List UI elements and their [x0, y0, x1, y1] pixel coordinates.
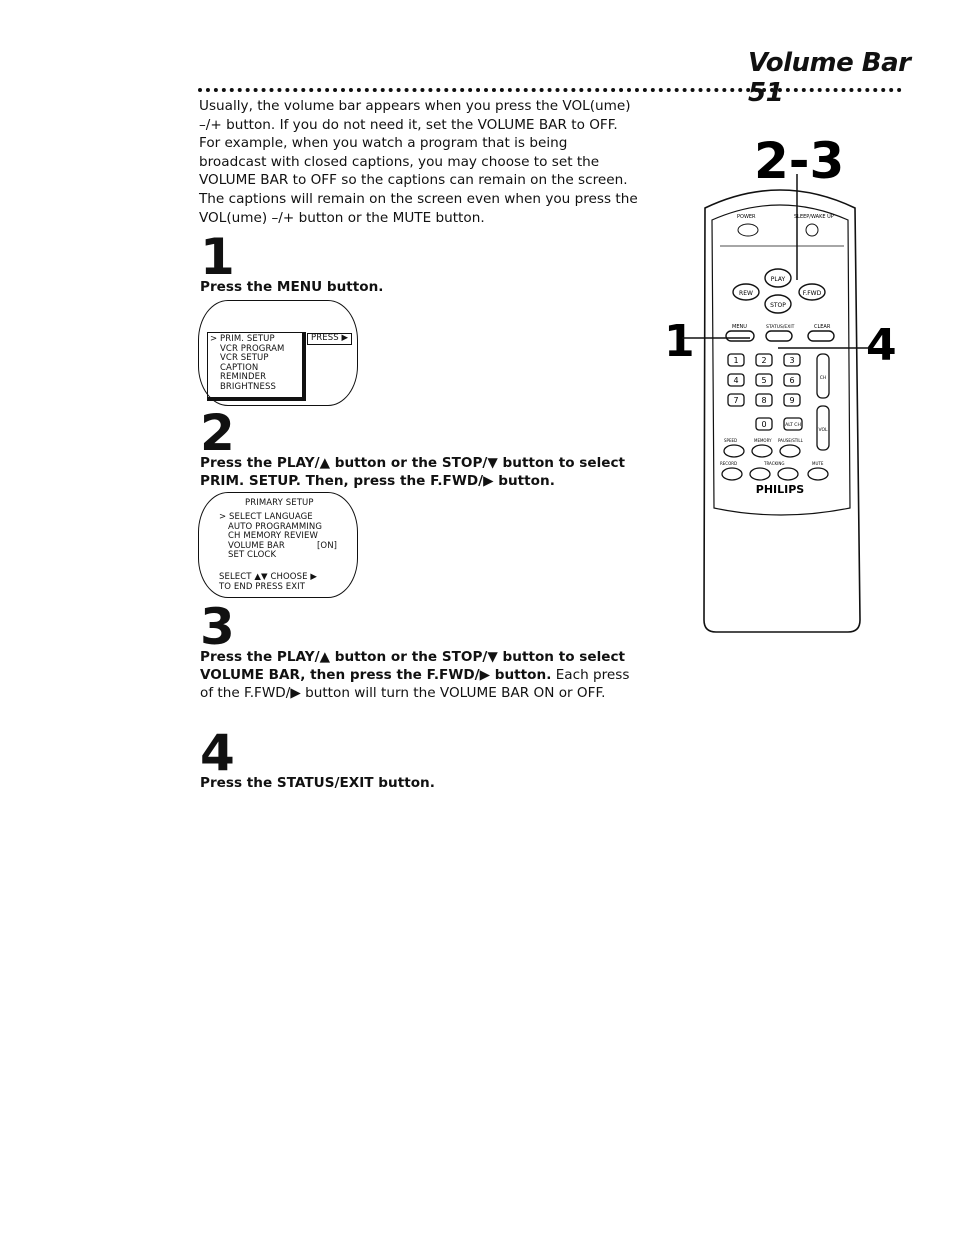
intro-paragraph: Usually, the volume bar appears when you… — [199, 98, 638, 226]
stop-label: STOP — [770, 302, 786, 309]
digit-label: 0 — [761, 420, 766, 429]
primary-setup-screen: PRIMARY SETUP > SELECT LANGUAGE AUTO PRO… — [198, 492, 358, 598]
menu-item: AUTO PROGRAMMING — [228, 521, 323, 532]
menu-list-box: > PRIM. SETUP VCR PROGRAM VCR SETUP CAPT… — [207, 332, 306, 401]
menu-item: CH MEMORY REVIEW — [228, 531, 318, 542]
alt-ch-label: ALT CH — [785, 422, 801, 428]
step-3-instruction: Press the PLAY/▲ button or the STOP/▼ bu… — [200, 649, 626, 683]
primary-setup-title: PRIMARY SETUP — [245, 498, 314, 508]
menu-label: MENU — [732, 324, 747, 330]
digit-button[interactable] — [727, 393, 745, 407]
tracking-label: TRACKING — [763, 461, 784, 466]
callout-2-3: 2-3 — [754, 132, 844, 190]
digit-button[interactable] — [755, 373, 773, 387]
press-indicator: PRESS ▶ — [307, 333, 353, 345]
sleep-button[interactable] — [805, 223, 819, 237]
menu-item: > PRIM. SETUP — [210, 334, 275, 344]
digit-button[interactable] — [783, 373, 801, 387]
mute-button[interactable] — [807, 467, 829, 481]
number-keypad: 1 2 3 4 5 6 7 8 9 0 ALT CH — [727, 353, 803, 431]
screen-footer-end: TO END PRESS EXIT — [219, 582, 306, 592]
brand-logo: PHILIPS — [756, 483, 805, 496]
menu-screen: > PRIM. SETUP VCR PROGRAM VCR SETUP CAPT… — [198, 300, 358, 406]
status-label: STATUS/EXIT — [766, 324, 795, 330]
tracking-down-button[interactable] — [749, 467, 771, 481]
memory-label: MEMORY — [754, 438, 772, 443]
digit-label: 4 — [733, 376, 738, 385]
digit-button[interactable] — [783, 353, 801, 367]
step-1-instruction: Press the MENU button. — [200, 279, 384, 295]
menu-item: VCR PROGRAM — [220, 343, 285, 354]
menu-button[interactable] — [725, 330, 755, 342]
play-label: PLAY — [771, 276, 786, 283]
ch-label: CH — [820, 375, 827, 381]
remote-illustration: 2-3 1 4 POWER SLEEP/WAKE UP PLAY REW F.F… — [660, 120, 900, 640]
vol-label: VOL — [818, 427, 828, 433]
record-label: RECORD — [720, 461, 737, 466]
digit-label: 1 — [733, 356, 738, 365]
step-3-note: Each press of the F.FWD/▶ button will tu… — [200, 667, 630, 701]
alt-ch-button[interactable] — [783, 417, 803, 431]
dotted-divider — [198, 88, 902, 96]
ffwd-label: F.FWD — [803, 290, 822, 297]
pause-label: PAUSE/STILL — [778, 438, 804, 443]
step-1-number: 1 — [200, 228, 235, 286]
play-button[interactable] — [764, 268, 792, 288]
step-4-instruction: Press the STATUS/EXIT button. — [200, 775, 435, 791]
page-title: Volume Bar 51 — [748, 48, 911, 108]
menu-item: VCR SETUP — [220, 353, 269, 364]
menu-item: > SELECT LANGUAGE — [219, 512, 313, 522]
digit-label: 5 — [761, 376, 766, 385]
step-3-number: 3 — [200, 598, 235, 656]
remote-face — [711, 204, 851, 516]
digit-label: 6 — [789, 376, 794, 385]
screen-footer-select: SELECT ▲▼ CHOOSE ▶ — [219, 572, 317, 582]
callout-1: 1 — [664, 316, 695, 367]
speed-button[interactable] — [723, 444, 745, 458]
menu-item: SET CLOCK — [228, 550, 277, 561]
menu-item: REMINDER — [220, 372, 267, 383]
channel-rocker[interactable] — [816, 353, 830, 399]
tracking-up-button[interactable] — [777, 467, 799, 481]
clear-label: CLEAR — [814, 324, 831, 330]
volume-rocker[interactable] — [816, 405, 830, 451]
rew-button[interactable] — [732, 283, 760, 301]
stop-button[interactable] — [764, 294, 792, 314]
status-exit-button[interactable] — [765, 330, 793, 342]
record-button[interactable] — [721, 467, 743, 481]
digit-button[interactable] — [755, 393, 773, 407]
menu-item: BRIGHTNESS — [220, 381, 276, 392]
volume-bar-value: [ON] — [317, 540, 338, 551]
pause-still-button[interactable] — [779, 444, 801, 458]
step-4-number: 4 — [200, 724, 235, 782]
digit-button[interactable] — [727, 353, 745, 367]
sleep-label: SLEEP/WAKE UP — [794, 214, 834, 220]
rew-label: REW — [739, 290, 753, 297]
digit-label: 8 — [761, 396, 766, 405]
step-3-text: Press the PLAY/▲ button or the STOP/▼ bu… — [200, 648, 640, 702]
primary-setup-list: > SELECT LANGUAGE AUTO PROGRAMMING CH ME… — [219, 512, 337, 561]
menu-item: CAPTION — [220, 362, 259, 373]
callout-4: 4 — [866, 320, 897, 371]
digit-label: 7 — [733, 396, 738, 405]
menu-item-label: VOLUME BAR — [228, 540, 285, 551]
clear-button[interactable] — [807, 330, 835, 342]
power-button[interactable] — [737, 223, 759, 237]
mute-label: MUTE — [812, 461, 824, 466]
speed-label: SPEED — [724, 438, 737, 443]
digit-button[interactable] — [755, 417, 773, 431]
menu-list: > PRIM. SETUP VCR PROGRAM VCR SETUP CAPT… — [208, 333, 302, 393]
menu-item-volume-bar: VOLUME BAR [ON] — [219, 540, 337, 552]
digit-button[interactable] — [727, 373, 745, 387]
digit-button[interactable] — [755, 353, 773, 367]
ffwd-button[interactable] — [798, 283, 826, 301]
digit-label: 9 — [789, 396, 794, 405]
digit-label: 2 — [761, 356, 766, 365]
step-2-number: 2 — [200, 404, 235, 462]
step-2-instruction: Press the PLAY/▲ button or the STOP/▼ bu… — [200, 455, 626, 489]
digit-label: 3 — [789, 356, 794, 365]
digit-button[interactable] — [783, 393, 801, 407]
memory-button[interactable] — [751, 444, 773, 458]
power-label: POWER — [737, 214, 756, 220]
